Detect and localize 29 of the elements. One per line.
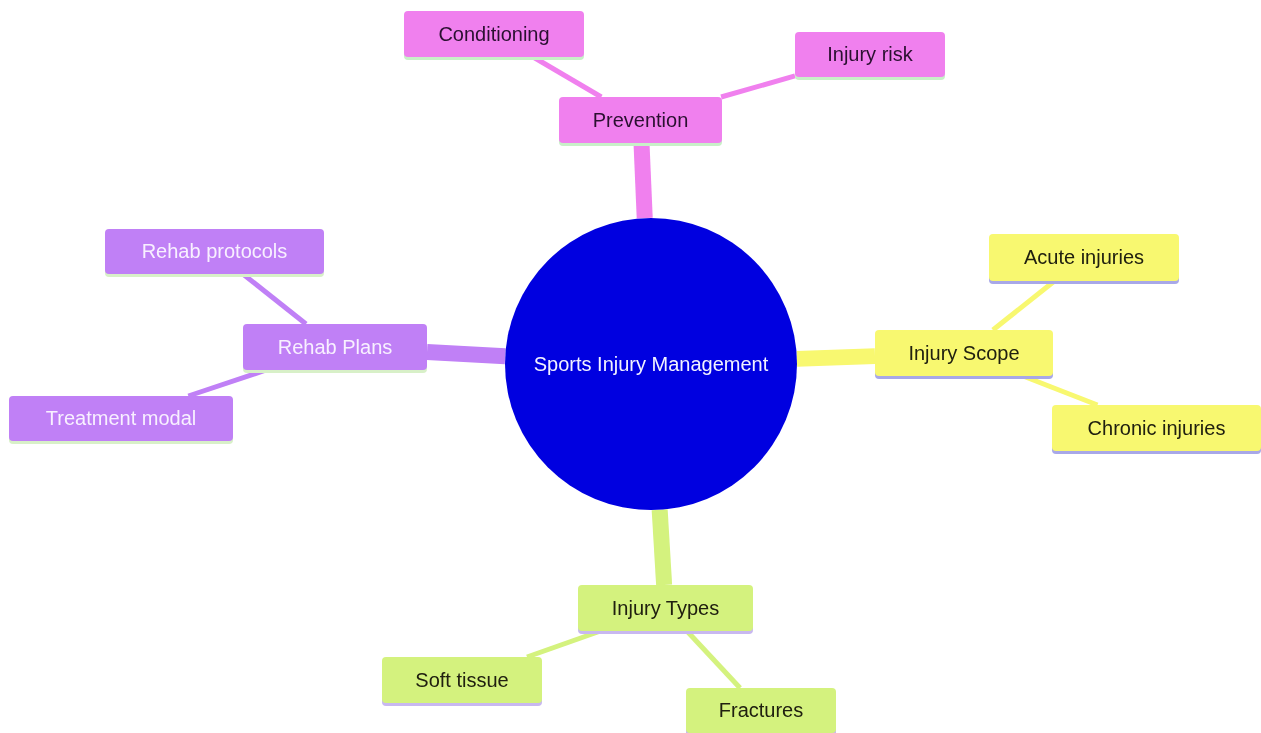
connector-line	[426, 343, 506, 365]
node-label: Sports Injury Management	[533, 352, 769, 376]
connector-line	[720, 73, 796, 100]
node-label: Prevention	[592, 108, 689, 132]
node-label: Injury Scope	[908, 341, 1020, 365]
node-label: Soft tissue	[415, 668, 509, 692]
node-label: Rehab protocols	[141, 240, 288, 263]
node-label: Chronic injuries	[1087, 416, 1226, 440]
topic-box	[686, 688, 836, 733]
node-label: Conditioning	[438, 22, 550, 46]
topic-box	[795, 32, 945, 77]
topic-box	[105, 229, 324, 274]
topic-box	[404, 11, 584, 57]
topic-box	[382, 657, 542, 703]
topic-box	[875, 330, 1053, 376]
node-label: Injury Types	[611, 596, 720, 620]
topic-box	[989, 234, 1179, 281]
node-label: Acute injuries	[1023, 246, 1145, 269]
node-label: Injury risk	[827, 43, 913, 66]
topic-box	[9, 396, 233, 441]
topic-box	[1052, 405, 1261, 451]
node-label: Rehab Plans	[277, 335, 393, 359]
topic-box	[578, 585, 753, 631]
topic-box	[243, 324, 427, 370]
connector-line	[796, 348, 876, 367]
connector-line	[651, 509, 673, 586]
node-label: Fractures	[718, 699, 804, 722]
topic-box	[559, 97, 722, 143]
node-label: Treatment modal	[45, 407, 197, 430]
